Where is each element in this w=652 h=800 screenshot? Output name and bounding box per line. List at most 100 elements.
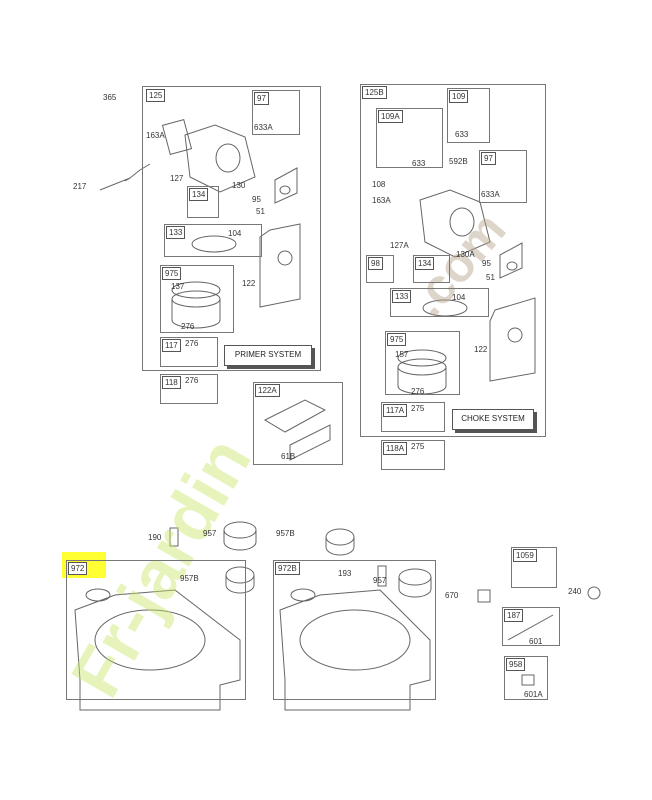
part-number: 51 bbox=[486, 273, 495, 282]
part-group-label: 122A bbox=[255, 384, 280, 397]
part-number: 122 bbox=[242, 279, 256, 288]
part-number: 276 bbox=[181, 322, 195, 331]
carburetor-body-icon bbox=[184, 124, 256, 193]
part-number: 957 bbox=[203, 529, 217, 538]
system-label-choke: CHOKE SYSTEM bbox=[452, 409, 534, 430]
part-number: 137 bbox=[171, 282, 185, 291]
part-group-label: 97 bbox=[254, 92, 269, 105]
part-number: 276 bbox=[411, 387, 425, 396]
part-group-box bbox=[504, 656, 548, 700]
part-number: 193 bbox=[338, 569, 352, 578]
part-number: 957B bbox=[276, 529, 295, 538]
part-group-label: 97 bbox=[481, 152, 496, 165]
part-group-label: 975 bbox=[162, 267, 182, 280]
part-group-label: 187 bbox=[504, 609, 524, 622]
part-group-box bbox=[142, 86, 321, 371]
part-group-box bbox=[447, 88, 490, 143]
part-number: 633 bbox=[455, 130, 469, 139]
part-group-label: 133 bbox=[166, 226, 186, 239]
part-group-box bbox=[381, 402, 445, 432]
part-number: 217 bbox=[73, 182, 87, 191]
part-number: 130A bbox=[456, 250, 475, 259]
part-group-label: 958 bbox=[506, 658, 526, 671]
part-group-box bbox=[502, 607, 560, 646]
part-number: 51 bbox=[256, 207, 265, 216]
gasket-122A-icon bbox=[263, 399, 327, 433]
part-group-box bbox=[273, 560, 436, 700]
part-group-label: 125B bbox=[362, 86, 387, 99]
screw-193-icon bbox=[377, 565, 387, 587]
part-number: 104 bbox=[452, 293, 466, 302]
part-group-box bbox=[252, 90, 300, 135]
part-number: 957 bbox=[373, 576, 387, 585]
part-number: 163A bbox=[372, 196, 391, 205]
part-number: 163A bbox=[146, 131, 165, 140]
spring-217-icon bbox=[99, 163, 151, 191]
part-group-box bbox=[164, 224, 262, 257]
part-number: 122 bbox=[474, 345, 488, 354]
part-group-box bbox=[413, 255, 450, 283]
part-group-label: 975 bbox=[387, 333, 407, 346]
part-number: 601 bbox=[529, 637, 543, 646]
part-group-label: 109A bbox=[378, 110, 403, 123]
part-number: 61B bbox=[281, 452, 296, 461]
part-number: 276 bbox=[185, 376, 199, 385]
part-group-box bbox=[381, 440, 445, 470]
part-number: 276 bbox=[185, 339, 199, 348]
part-number: 365 bbox=[103, 93, 117, 102]
part-group-label: 134 bbox=[415, 257, 435, 270]
part-number: 592B bbox=[449, 157, 468, 166]
fuel-tank-972B-icon bbox=[279, 588, 431, 711]
part-number: 601A bbox=[524, 690, 543, 699]
part-number: 95 bbox=[482, 259, 491, 268]
fuel-cap-957-icon bbox=[223, 521, 257, 551]
part-group-box bbox=[160, 374, 218, 404]
part-group-box bbox=[390, 288, 489, 317]
part-group-box bbox=[66, 560, 246, 700]
part-group-label: 134 bbox=[189, 188, 209, 201]
part-number: 157 bbox=[395, 350, 409, 359]
part-number: 670 bbox=[445, 591, 459, 600]
part-group-label: 118A bbox=[383, 442, 408, 455]
part-number: 108 bbox=[372, 180, 386, 189]
part-group-label: 972B bbox=[275, 562, 300, 575]
fuel-cap-957B-icon bbox=[225, 566, 255, 594]
carburetor-body-icon bbox=[419, 189, 491, 258]
part-number: 275 bbox=[411, 442, 425, 451]
part-group-box bbox=[360, 84, 546, 437]
screw-190-icon bbox=[169, 527, 179, 547]
part-group-label: 98 bbox=[368, 257, 383, 270]
part-number: 127 bbox=[170, 174, 184, 183]
part-number: 95 bbox=[252, 195, 261, 204]
part-number: 104 bbox=[228, 229, 242, 238]
part-group-box bbox=[385, 331, 460, 395]
fuel-tank-972-icon bbox=[74, 588, 241, 711]
gasket-163A-icon bbox=[161, 119, 193, 155]
part-number: 240 bbox=[568, 587, 582, 596]
part-group-label: 117 bbox=[162, 339, 181, 352]
part-group-box bbox=[511, 547, 557, 588]
part-group-label: 133 bbox=[392, 290, 412, 303]
gasket-122-icon bbox=[489, 297, 536, 382]
gasket-51-icon bbox=[274, 167, 298, 204]
bowl-icon bbox=[397, 349, 447, 367]
part-group-label: 117A bbox=[383, 404, 408, 417]
line-187-icon bbox=[507, 614, 554, 641]
part-group-label: 109 bbox=[449, 90, 469, 103]
part-group-box bbox=[366, 255, 394, 283]
part-number: 633A bbox=[254, 123, 273, 132]
part-number: 633 bbox=[412, 159, 426, 168]
part-group-label: 972 bbox=[68, 562, 88, 575]
valve-958-icon bbox=[521, 674, 535, 686]
part-group-label: 1059 bbox=[513, 549, 537, 562]
part-group-label: 118 bbox=[162, 376, 181, 389]
part-group-box bbox=[376, 108, 443, 168]
part-number: 957B bbox=[180, 574, 199, 583]
part-group-box bbox=[160, 337, 218, 367]
fitting-670-icon bbox=[477, 589, 491, 603]
part-number: 127A bbox=[390, 241, 409, 250]
part-number: 633A bbox=[481, 190, 500, 199]
fuel-cap-957B-icon bbox=[325, 528, 355, 556]
